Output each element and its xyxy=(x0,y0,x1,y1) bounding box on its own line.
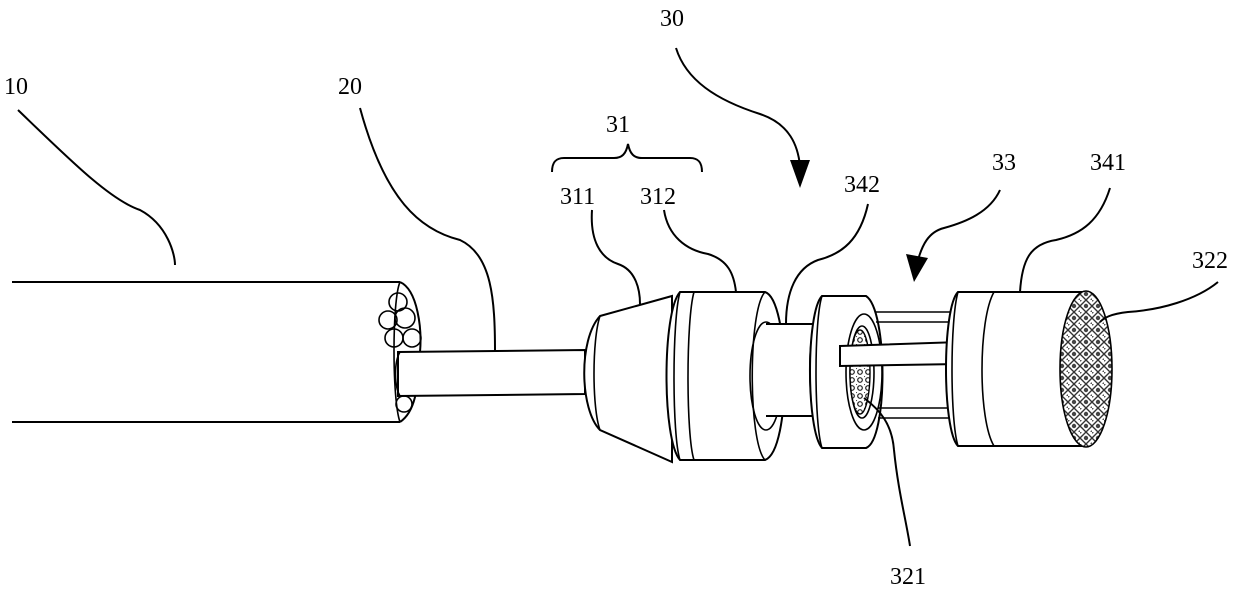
label-311: 311 xyxy=(560,184,595,210)
label-322: 322 xyxy=(1192,248,1228,274)
catheter-tube-10 xyxy=(12,282,421,422)
label-321: 321 xyxy=(890,564,926,590)
label-342: 342 xyxy=(844,172,880,198)
mesh-end-322 xyxy=(1060,291,1112,447)
label-10: 10 xyxy=(4,74,28,100)
label-20: 20 xyxy=(338,74,362,100)
shaft-342 xyxy=(766,324,815,416)
label-312: 312 xyxy=(640,184,676,210)
ring-proximal xyxy=(810,296,883,448)
label-31: 31 xyxy=(606,112,630,138)
label-30: 30 xyxy=(660,6,684,32)
label-33: 33 xyxy=(992,150,1016,176)
label-341: 341 xyxy=(1090,150,1126,176)
inner-shaft-20 xyxy=(396,350,586,396)
tapered-tip-311 xyxy=(584,296,672,462)
